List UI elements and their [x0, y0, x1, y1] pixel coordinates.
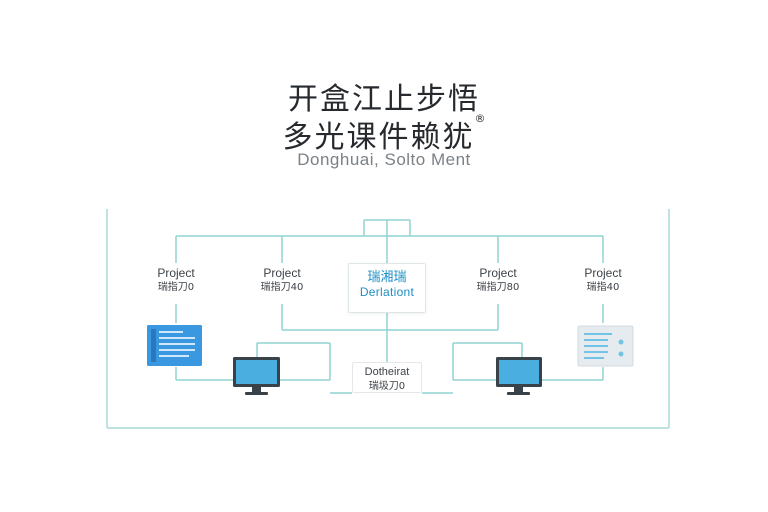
bottom-node-title: Dotheirat [364, 366, 410, 378]
project-node-4-title: Project [584, 266, 622, 280]
document-icon [147, 325, 202, 366]
project-node-2-subtitle: 瑞指刀40 [260, 282, 304, 293]
diagram-subtitle: Donghuai, Solto Ment [297, 150, 471, 169]
project-node-2-title: Project [263, 266, 301, 280]
registered-mark: ® [474, 112, 486, 125]
bottom-node-subtitle: 瑞圾刀0 [368, 381, 406, 392]
project-node-2[interactable]: Project 瑞指刀40 [246, 263, 318, 304]
project-node-4[interactable]: Project 瑞指40 [566, 263, 640, 304]
diagram-title-line-2: 多光课件赖犹® [0, 112, 768, 156]
central-node-title: 瑞湘瑞 [367, 270, 407, 285]
title-line-2-text: 多光课件赖犹 [282, 120, 475, 155]
central-node-subtitle: Derlationt [359, 285, 415, 299]
diagram-title-line-1: 开盒江止步悟 [288, 82, 480, 117]
project-node-4-subtitle: 瑞指40 [586, 282, 620, 293]
project-node-1-subtitle: 瑞指刀0 [157, 282, 195, 293]
project-node-3-title: Project [479, 266, 517, 280]
project-node-3[interactable]: Project 瑞指刀80 [460, 263, 536, 304]
project-node-1[interactable]: Project 瑞指刀0 [140, 263, 212, 304]
monitor-icon [233, 357, 280, 395]
middle-connectors [175, 304, 604, 394]
project-node-1-title: Project [157, 266, 195, 280]
central-node[interactable]: 瑞湘瑞 Derlationt [348, 263, 426, 313]
outer-frame [106, 209, 670, 429]
project-node-3-subtitle: 瑞指刀80 [476, 282, 520, 293]
document-icon [577, 325, 634, 367]
monitor-icon [496, 357, 542, 395]
bottom-node[interactable]: Dotheirat 瑞圾刀0 [352, 362, 422, 393]
top-connectors [175, 219, 604, 263]
